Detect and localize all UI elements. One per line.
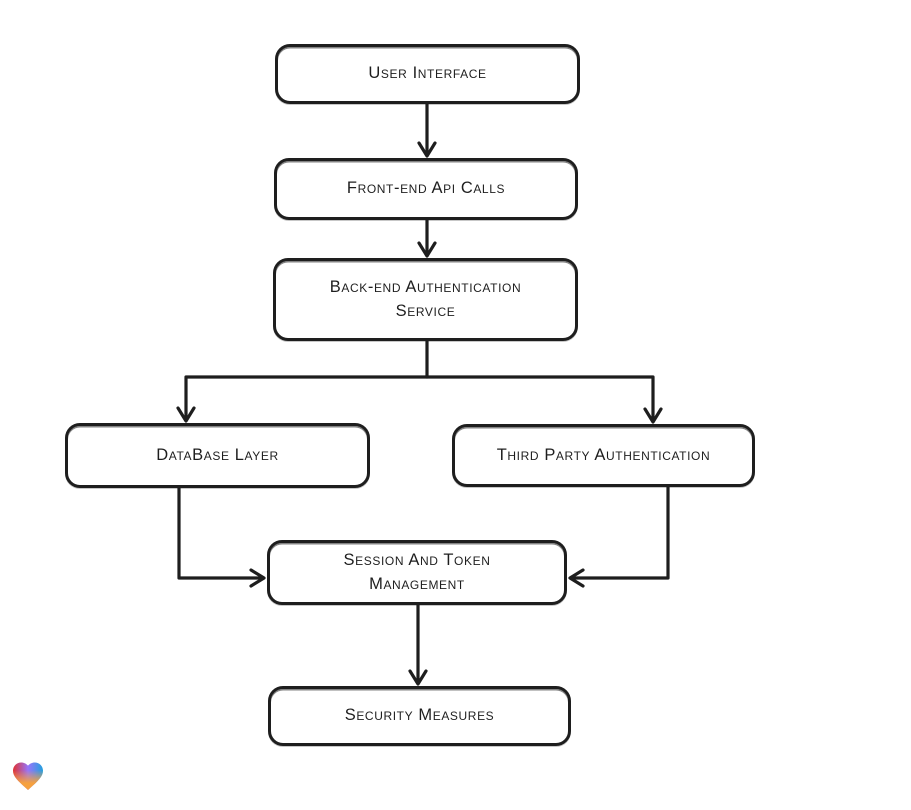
node-label: Front-end Api Calls <box>346 179 506 198</box>
edge-session-management-to-security-measures <box>408 603 428 686</box>
node-back-end-authentication-service[interactable]: Back-end Authentication Service <box>273 258 578 341</box>
arrowhead-down-icon <box>176 406 196 423</box>
node-label: DataBase Layer <box>156 445 279 464</box>
edge-third-party-to-session-management <box>568 485 670 588</box>
node-label: User Interface <box>368 64 487 83</box>
edge-back-end-authentication-to-third-party <box>425 375 663 424</box>
node-database-layer[interactable]: DataBase Layer <box>65 423 370 488</box>
edge-front-end-api-calls-to-back-end-authentication <box>417 218 437 258</box>
arrowhead-down-icon <box>643 407 663 424</box>
heart-icon <box>13 762 43 791</box>
node-third-party-authentication[interactable]: Third Party Authentication <box>452 424 755 487</box>
arrowhead-right-icon <box>249 568 266 588</box>
edge-user-interface-to-front-end-api-calls <box>417 102 437 158</box>
node-session-and-token-management[interactable]: Session And Token Management <box>267 540 567 605</box>
edge-back-end-authentication-to-database-layer <box>176 339 429 423</box>
arrowhead-left-icon <box>568 568 585 588</box>
node-label: Back-end Authentication Service <box>329 277 522 320</box>
node-security-measures[interactable]: Security Measures <box>268 686 571 746</box>
arrowhead-down-icon <box>417 241 437 258</box>
node-front-end-api-calls[interactable]: Front-end Api Calls <box>274 158 578 220</box>
edge-database-layer-to-session-management <box>177 486 266 588</box>
heart-logo[interactable] <box>10 758 46 794</box>
node-user-interface[interactable]: User Interface <box>275 44 580 104</box>
arrowhead-down-icon <box>408 669 428 686</box>
node-label: Security Measures <box>344 706 495 725</box>
arrowhead-down-icon <box>417 141 437 158</box>
node-label: Session And Token Management <box>343 550 491 593</box>
node-label: Third Party Authentication <box>496 445 711 464</box>
